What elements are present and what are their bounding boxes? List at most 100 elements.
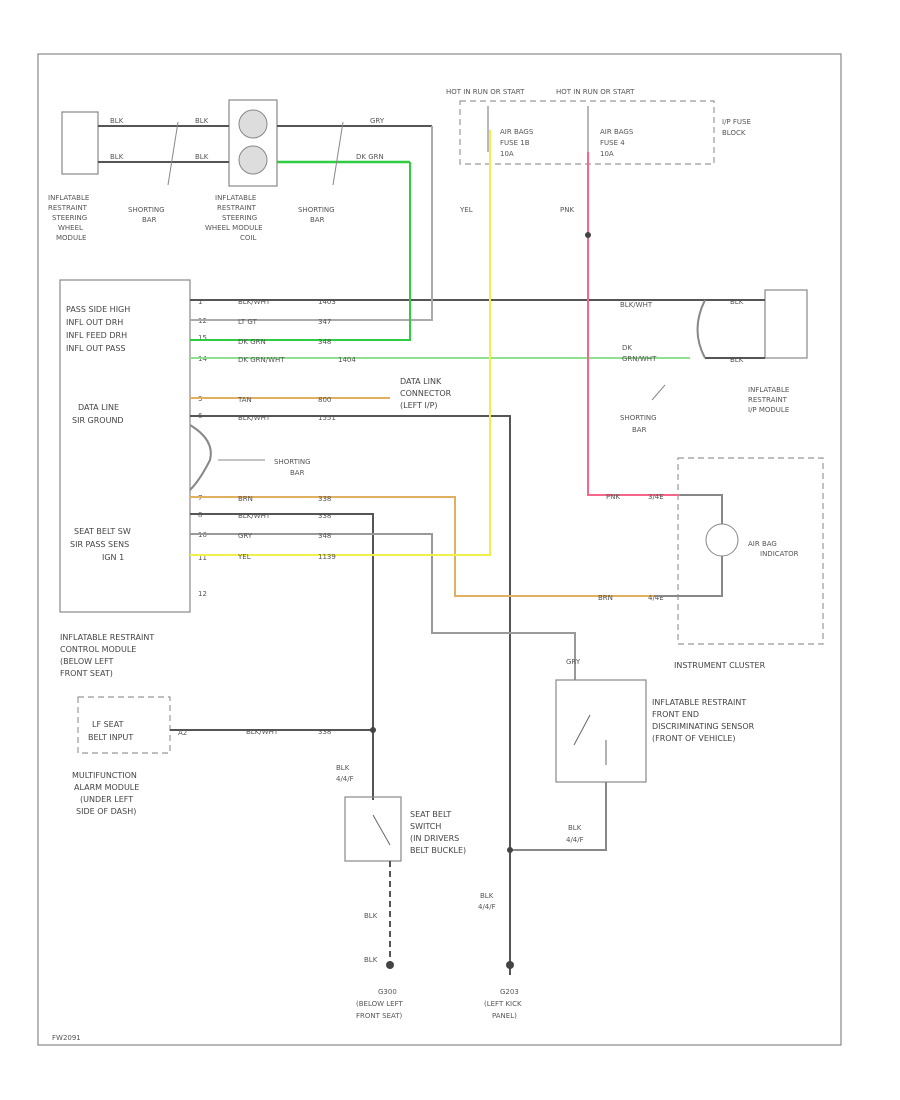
fuse2-rating: 10A: [600, 150, 614, 158]
svg-text:(FRONT OF VEHICLE): (FRONT OF VEHICLE): [652, 734, 736, 743]
sensor-box: [555, 679, 647, 783]
fuse1-id: FUSE 1B: [500, 139, 530, 147]
svg-text:YEL: YEL: [459, 206, 473, 214]
steer-wire-1: BLK: [110, 117, 124, 125]
svg-text:FRONT SEAT): FRONT SEAT): [356, 1012, 403, 1020]
svg-text:PNK: PNK: [560, 206, 574, 214]
svg-text:SWITCH: SWITCH: [410, 822, 441, 831]
svg-text:BELT BUCKLE): BELT BUCKLE): [410, 846, 466, 855]
svg-text:INDICATOR: INDICATOR: [760, 550, 799, 558]
svg-text:TAN: TAN: [237, 396, 252, 404]
svg-text:(LEFT I/P): (LEFT I/P): [400, 401, 438, 410]
svg-text:SHORTING: SHORTING: [620, 414, 657, 422]
svg-text:338: 338: [318, 495, 331, 503]
fuse2-id: FUSE 4: [600, 139, 625, 147]
coil-l3: STEERING: [222, 214, 257, 222]
svg-text:A2: A2: [178, 729, 187, 737]
svg-text:LF SEAT: LF SEAT: [92, 720, 124, 729]
svg-text:12: 12: [198, 590, 207, 598]
pin-seat-belt-sw: SEAT BELT SW: [74, 527, 131, 536]
svg-text:BLK/WHT: BLK/WHT: [238, 414, 271, 422]
svg-text:G300: G300: [378, 988, 397, 996]
pin-infl-out-drh: INFL OUT DRH: [66, 318, 123, 327]
steer-wire-3: BLK: [195, 117, 209, 125]
coil-l4: WHEEL MODULE: [205, 224, 263, 232]
coil-l1: INFLATABLE: [215, 194, 256, 202]
svg-text:15: 15: [198, 334, 207, 342]
fuse1-rating: 10A: [500, 150, 514, 158]
svg-text:INSTRUMENT CLUSTER: INSTRUMENT CLUSTER: [674, 661, 766, 670]
steer-module-l3: STEERING: [52, 214, 87, 222]
svg-text:(IN DRIVERS: (IN DRIVERS: [410, 834, 459, 843]
svg-text:I/P MODULE: I/P MODULE: [748, 406, 789, 414]
svg-text:1: 1: [198, 298, 202, 306]
steer-wire-5: GRY: [370, 117, 385, 125]
svg-text:347: 347: [318, 318, 331, 326]
steering-wheel-module-box: [61, 111, 99, 175]
svg-text:BAR: BAR: [632, 426, 647, 434]
svg-text:4/4E: 4/4E: [648, 594, 664, 602]
steer-module-l5: MODULE: [56, 234, 86, 242]
fuse1-name: AIR BAGS: [500, 128, 534, 136]
svg-text:BLK/WHT: BLK/WHT: [238, 298, 271, 306]
seat-belt-switch-box: [344, 796, 402, 862]
svg-text:BLK: BLK: [480, 892, 494, 900]
ground-g203: [506, 961, 514, 969]
bar1-l2: BAR: [142, 216, 157, 224]
svg-text:SEAT BELT: SEAT BELT: [410, 810, 451, 819]
svg-text:4/4/F: 4/4/F: [336, 775, 354, 783]
svg-text:BLK/WHT: BLK/WHT: [620, 301, 653, 309]
fuse-block: HOT IN RUN OR START HOT IN RUN OR START …: [446, 88, 751, 165]
data-link-connector: DATA LINK CONNECTOR (LEFT I/P): [400, 377, 452, 410]
svg-text:RESTRAINT: RESTRAINT: [748, 396, 788, 404]
svg-text:348: 348: [318, 338, 331, 346]
svg-text:11: 11: [198, 554, 207, 562]
svg-text:800: 800: [318, 396, 331, 404]
svg-text:AIR BAG: AIR BAG: [748, 540, 777, 548]
coil-box: [228, 99, 278, 187]
fuse2-name: AIR BAGS: [600, 128, 634, 136]
module-name-l1: INFLATABLE RESTRAINT: [60, 633, 154, 642]
bar2-l2: BAR: [310, 216, 325, 224]
control-module: PASS SIDE HIGH INFL OUT DRH INFL FEED DR…: [59, 279, 207, 678]
pin-infl-feed-drh: INFL FEED DRH: [66, 331, 127, 340]
svg-text:338: 338: [318, 728, 331, 736]
bar2-l1: SHORTING: [298, 206, 335, 214]
grounds: G300 (BELOW LEFT FRONT SEAT) G203 (LEFT …: [356, 961, 522, 1020]
ground-g300: [386, 961, 394, 969]
svg-text:LT GT: LT GT: [238, 318, 258, 326]
steer-module-l1: INFLATABLE: [48, 194, 89, 202]
svg-text:338: 338: [318, 512, 331, 520]
hot-label-1: HOT IN RUN OR START: [446, 88, 525, 96]
svg-text:3/4E: 3/4E: [648, 493, 664, 501]
svg-text:BELT INPUT: BELT INPUT: [88, 733, 133, 742]
svg-text:(BELOW LEFT: (BELOW LEFT: [356, 1000, 403, 1008]
hot-label-2: HOT IN RUN OR START: [556, 88, 635, 96]
svg-text:BLK/WHT: BLK/WHT: [238, 512, 271, 520]
cluster-outline: [677, 457, 824, 645]
svg-text:DK GRN: DK GRN: [238, 338, 266, 346]
svg-text:(UNDER LEFT: (UNDER LEFT: [80, 795, 133, 804]
fuse-block-name: I/P FUSE: [722, 118, 751, 126]
svg-text:PNK: PNK: [606, 493, 620, 501]
steer-module-l2: RESTRAINT: [48, 204, 88, 212]
coil-l2: RESTRAINT: [217, 204, 257, 212]
module-name-l2: CONTROL MODULE: [60, 645, 136, 654]
svg-text:GRY: GRY: [566, 658, 581, 666]
svg-text:DK GRN/WHT: DK GRN/WHT: [238, 356, 285, 364]
module-name-l3: (BELOW LEFT: [60, 657, 114, 666]
svg-text:G203: G203: [500, 988, 519, 996]
svg-text:(LEFT KICK: (LEFT KICK: [484, 1000, 522, 1008]
pin-ign1: IGN 1: [102, 553, 124, 562]
svg-text:1551: 1551: [318, 414, 336, 422]
seat-belt-switch: BLK 4/4/F SEAT BELT SWITCH (IN DRIVERS B…: [336, 764, 513, 965]
svg-text:SHORTING: SHORTING: [274, 458, 311, 466]
pin-infl-out-pass: INFL OUT PASS: [66, 344, 125, 353]
svg-text:348: 348: [318, 532, 331, 540]
svg-text:1139: 1139: [318, 553, 336, 561]
steering-assembly: BLK BLK BLK BLK GRY DK GRN INFLATABLE RE…: [48, 99, 432, 242]
svg-text:YEL: YEL: [237, 553, 251, 561]
svg-text:1404: 1404: [338, 356, 356, 364]
svg-text:1403: 1403: [318, 298, 336, 306]
